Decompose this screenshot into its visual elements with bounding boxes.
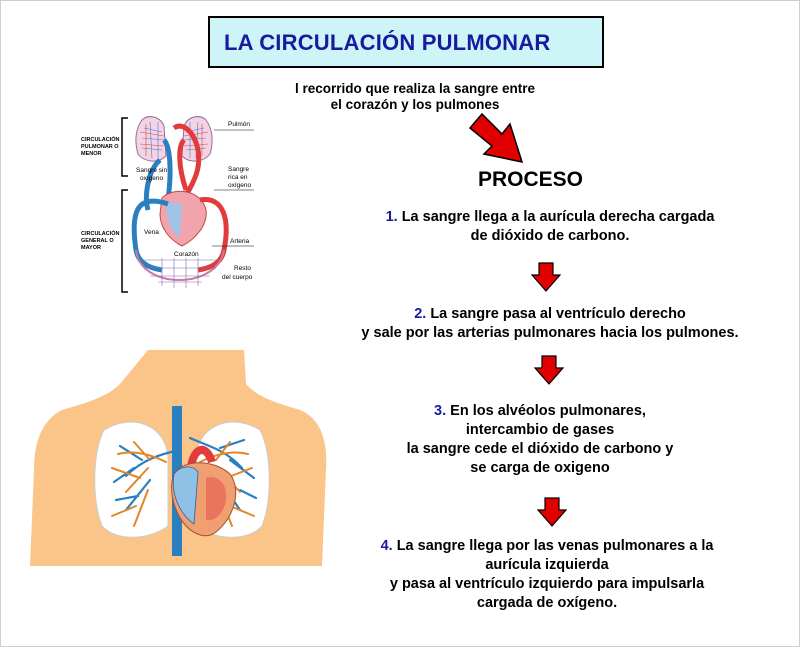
step-4-line-2: aurícula izquierda — [485, 557, 609, 573]
label-minor-3: MENOR — [81, 151, 102, 157]
step-4-line-3: y pasa al ventrículo izquierdo para impu… — [389, 576, 705, 592]
step-3-number: 3. — [434, 403, 447, 419]
subtitle-line-2: el corazón y los pulmones — [330, 97, 500, 112]
label-major-1: CIRCULACIÓN — [81, 229, 120, 237]
label-minor-2: PULMONAR O — [81, 144, 119, 150]
step-3-line-1: En los alvéolos pulmonares, — [450, 403, 646, 419]
label-pulmon: Pulmón — [228, 121, 250, 128]
down-arrow-icon — [531, 262, 561, 292]
step-1: 1. La sangre llega a la aurícula derecha… — [350, 208, 750, 246]
label-major-2: GENERAL O — [81, 238, 114, 244]
torso-illustration — [30, 350, 327, 566]
step-1-line-2: de dióxido de carbono. — [470, 228, 630, 244]
label-corazon: Corazón — [174, 251, 199, 258]
step-3-line-2: intercambio de gases — [465, 422, 615, 438]
step-3-line-4: se carga de oxigeno — [470, 460, 610, 476]
label-resto-2: del cuerpo — [222, 274, 253, 281]
step-4: 4. La sangre llega por las venas pulmona… — [352, 537, 742, 613]
step-4-line-1: La sangre llega por las venas pulmonares… — [396, 538, 714, 554]
label-major-3: MAYOR — [81, 245, 101, 251]
step-1-number: 1. — [385, 209, 398, 225]
process-heading: PROCESO — [478, 168, 584, 191]
step-3: 3. En los alvéolos pulmonares, intercamb… — [370, 402, 710, 478]
step-2-line-1: La sangre pasa al ventrículo derecho — [430, 306, 686, 322]
subtitle: l recorrido que realiza la sangre entre … — [270, 81, 560, 113]
label-rica-1: Sangre — [228, 166, 249, 173]
label-minor-1: CIRCULACIÓN — [81, 135, 120, 143]
label-resto-1: Resto — [234, 265, 251, 272]
down-arrow-icon — [537, 497, 567, 527]
step-1-line-1: La sangre llega a la aurícula derecha ca… — [401, 209, 715, 225]
label-arteria: Arteria — [230, 238, 250, 245]
label-vena: Vena — [144, 229, 159, 236]
page-title: LA CIRCULACIÓN PULMONAR — [224, 30, 551, 55]
label-rica-3: oxígeno — [228, 182, 252, 189]
subtitle-line-1: l recorrido que realiza la sangre entre — [294, 81, 536, 96]
label-sin-oxigeno-2: oxígeno — [140, 175, 164, 182]
step-2: 2. La sangre pasa al ventrículo derecho … — [320, 305, 780, 343]
title-box: LA CIRCULACIÓN PULMONAR — [208, 16, 604, 68]
step-3-line-3: la sangre cede el dióxido de carbono y — [406, 441, 674, 457]
circulation-schematic: CIRCULACIÓN PULMONAR O MENOR CIRCULACIÓN… — [81, 116, 254, 293]
label-rica-2: rica en — [228, 174, 248, 181]
step-4-number: 4. — [380, 538, 393, 554]
step-2-line-2: y sale por las arterias pulmonares hacia… — [361, 325, 739, 341]
label-sin-oxigeno-1: Sangre sin — [136, 167, 167, 174]
step-4-line-4: cargada de oxígeno. — [476, 595, 618, 611]
step-2-number: 2. — [414, 306, 427, 322]
diagonal-arrow-icon — [468, 112, 524, 163]
down-arrow-icon — [534, 355, 564, 385]
